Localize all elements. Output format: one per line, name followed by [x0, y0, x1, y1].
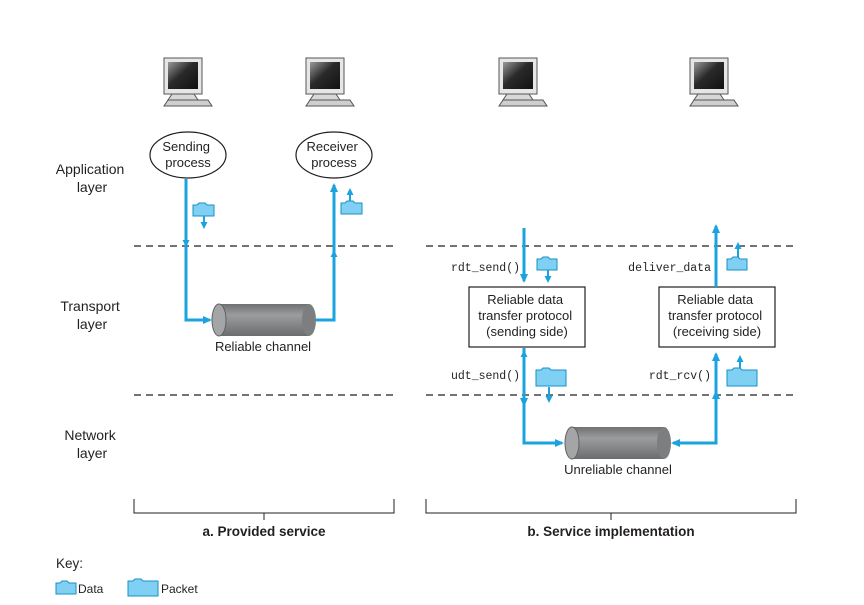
channel-pipe-icon: [564, 426, 671, 460]
receiver-process-label: Receiver process: [307, 139, 362, 170]
rdt-receiver-box: [658, 286, 776, 348]
key-title: Key:: [56, 556, 83, 571]
layer-label-network: Network layer: [64, 427, 119, 461]
rdt-send-label: rdt_send(): [451, 262, 520, 275]
packet-icon: [535, 367, 567, 403]
sender-flow-arrow: [184, 179, 212, 324]
reliable-channel-label: Reliable channel: [215, 339, 311, 354]
panel-a-bracket: [133, 499, 395, 520]
sending-process-label: Sending process: [162, 139, 213, 170]
data-icon: [726, 242, 748, 271]
data-icon: [192, 202, 215, 229]
panel-b-bracket: [425, 499, 797, 520]
data-icon: [55, 580, 77, 595]
rdt-receiver-box-label: Reliable data transfer protocol (receivi…: [668, 292, 766, 339]
receiver-flow-arrow: [316, 183, 338, 322]
packet-icon: [726, 355, 758, 387]
packet-icon: [127, 578, 159, 597]
data-icon: [536, 256, 558, 283]
key-data-label: Data: [78, 582, 104, 596]
unreliable-channel-label: Unreliable channel: [564, 462, 672, 477]
rdt-rcv-label: rdt_rcv(): [649, 370, 711, 383]
rdt-sender-box: [468, 286, 586, 348]
channel-pipe-icon: [211, 303, 316, 337]
rdt-sender-box-label: Reliable data transfer protocol (sending…: [478, 292, 576, 339]
unreliable-in-arrow: [522, 355, 564, 447]
computer-icon: [689, 57, 739, 107]
receiver-process-node: [295, 131, 373, 179]
panel-a-caption: a. Provided service: [202, 524, 326, 539]
layer-label-application: Application layer: [56, 161, 128, 195]
computer-icon: [305, 57, 355, 107]
deliver-data-label: deliver_data: [628, 262, 711, 275]
panel-b-caption: b. Service implementation: [527, 524, 694, 539]
udt-send-label: udt_send(): [451, 370, 520, 383]
unreliable-out-arrow: [684, 393, 718, 445]
layer-label-transport: Transport layer: [60, 298, 123, 332]
computer-icon: [498, 57, 548, 107]
sending-process-node: [149, 131, 227, 179]
data-icon: [340, 188, 363, 215]
computer-icon: [163, 57, 213, 107]
key-packet-label: Packet: [161, 582, 198, 596]
